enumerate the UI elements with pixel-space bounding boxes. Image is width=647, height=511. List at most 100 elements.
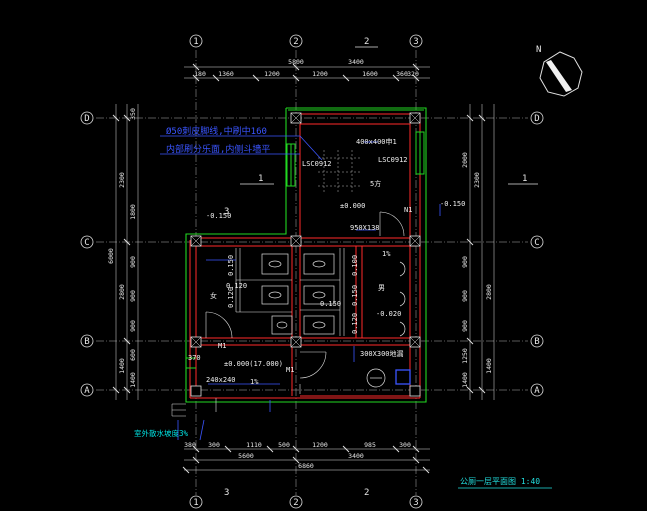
dim-top-total: 5800: [288, 58, 304, 66]
dim-right-seg-0: 2300: [473, 172, 481, 188]
dim-bottom-total: 6860: [298, 462, 314, 470]
dim-left-small-2: 900: [129, 256, 137, 268]
vent-grid: [318, 150, 360, 192]
dim-left-small-5: 600: [129, 349, 137, 361]
outer-wall-outline: [185, 107, 427, 403]
section-mark-right: 1: [522, 174, 527, 184]
label-level-men: -0.020: [376, 310, 401, 318]
v-label-0: 0.150: [227, 255, 235, 276]
drawing-title: 公厕一层平面图 1:40: [460, 477, 540, 486]
dim-right-seg-1: 2800: [485, 284, 493, 300]
dim-top-seg-1: 1360: [218, 70, 234, 78]
dim-top-seg-2: 1200: [264, 70, 280, 78]
toilet-fixtures: [261, 253, 335, 335]
dim-left-seg-2: 1400: [118, 358, 126, 374]
dim-right-seg-2: 1400: [485, 358, 493, 374]
axis-label-top-1: 1: [193, 37, 198, 47]
dimension-lines: [112, 63, 495, 474]
section-mark-inner: 3: [224, 207, 229, 217]
label-level-left: -0.150: [206, 212, 231, 220]
dim-bottom-seg-1: 300: [208, 441, 220, 449]
label-level-right: -0.150: [440, 200, 465, 208]
label-elev-370: 370: [188, 354, 201, 362]
axis-label-left-C: C: [84, 238, 89, 248]
note-inner-wall: 内部刷分乐面,内侧斗墙平: [166, 143, 270, 155]
entry-steps: [171, 403, 186, 417]
axis-label-top-2: 2: [293, 37, 298, 47]
floor-drain: [366, 368, 386, 388]
dim-left-small-0: 350: [129, 108, 137, 120]
axis-bubbles: [80, 34, 544, 509]
dim-bottom-seg-2: 1110: [246, 441, 262, 449]
label-lsc-right: LSC0912: [378, 156, 408, 164]
label-floor-drain: 300X300地漏: [360, 349, 404, 358]
dim-left-seg-0: 2300: [118, 172, 126, 188]
v-label-2: 0.100: [351, 255, 359, 276]
axis-label-left-A: A: [84, 386, 90, 396]
door-swings: [205, 211, 405, 412]
section-mark-top: 2: [364, 37, 369, 47]
axis-label-right-C: C: [534, 238, 539, 248]
green-annotation-lines: [186, 357, 196, 369]
section-mark-bottom-left: 3: [224, 488, 229, 498]
dim-bottom-right: 3400: [348, 452, 364, 460]
column-cross-lines: [190, 112, 421, 348]
label-entry-level: ±0.000(17.000): [224, 360, 283, 368]
dim-right-small-2: 900: [461, 290, 469, 302]
dim-left-small-6: 1400: [129, 372, 137, 388]
label-outdoor-slope: 室外散水坡度3%: [134, 428, 189, 438]
dimension-texts-top: 5800 3400 180 1360 1200 1200 1600 360 32…: [194, 58, 419, 78]
dim-top-seg-5: 360: [396, 70, 408, 78]
label-level-upper: ±0.000: [340, 202, 365, 210]
dim-left-small-3: 900: [129, 290, 137, 302]
windows: [286, 131, 425, 187]
label-room-men: 男: [378, 284, 385, 292]
axis-label-bottom-2: 2: [293, 498, 298, 508]
axis-label-bottom-1: 1: [193, 498, 198, 508]
dim-bottom-seg-4: 1200: [312, 441, 328, 449]
dim-top-seg-extra: 320: [407, 70, 419, 78]
dim-left-seg-1: 2800: [118, 284, 126, 300]
label-door-m1: M1: [218, 342, 226, 350]
section-mark-left: 1: [258, 174, 263, 184]
dim-left-small-1: 1800: [129, 204, 137, 220]
v-label-3: 0.150: [351, 285, 359, 306]
grid-lines: [96, 50, 528, 495]
dim-left-total: 6000: [107, 248, 115, 264]
section-marks: 2 3 2 1 1 3: [224, 37, 538, 498]
dimension-texts-bottom: 380 300 1110 500 1200 985 300 5600 3400 …: [184, 441, 411, 470]
stall-partitions: [235, 248, 345, 336]
axis-label-right-B: B: [534, 337, 539, 347]
dim-left-small-4: 900: [129, 320, 137, 332]
axis-label-left-D: D: [84, 114, 89, 124]
dim-right-small-4: 1250: [461, 348, 469, 364]
label-door-n1: N1: [404, 206, 412, 214]
dim-right-small-1: 900: [461, 256, 469, 268]
label-room-women: 女: [210, 291, 217, 300]
axis-label-top-3: 3: [413, 37, 418, 47]
blue-fixture-box: [395, 369, 411, 385]
label-small-025: 0.150: [320, 300, 341, 308]
label-pct-entry: 1%: [250, 378, 259, 386]
v-label-4: 0.120: [351, 313, 359, 334]
dim-bottom-seg-5: 985: [364, 441, 376, 449]
dim-right-small-3: 900: [461, 320, 469, 332]
axis-label-left-B: B: [84, 337, 89, 347]
axis-label-right-D: D: [534, 114, 539, 124]
dim-top-right: 3400: [348, 58, 364, 66]
section-mark-bottom-mid: 2: [364, 488, 369, 498]
label-window-top: 400x400申1: [356, 137, 397, 146]
dim-right-small-5: 1400: [461, 372, 469, 388]
axis-label-bottom-3: 3: [413, 498, 418, 508]
dimension-texts-left: 6000 2300 2800 1400 350 1800 900 900 900…: [107, 108, 137, 388]
label-pct-right: 1%: [382, 250, 391, 258]
dimension-texts-right: 2300 2800 1400 2000 900 900 900 1250 140…: [461, 152, 493, 388]
label-lsc-left: LSC0912: [302, 160, 332, 168]
dim-bottom-seg-3: 500: [278, 441, 290, 449]
dim-top-seg-0: 180: [194, 70, 206, 78]
label-door-m1b: M1: [286, 366, 294, 374]
label-tile: 240x240: [206, 376, 236, 384]
vertical-room-labels: 0.150 0.120 0.100 0.150 0.120: [227, 255, 359, 334]
